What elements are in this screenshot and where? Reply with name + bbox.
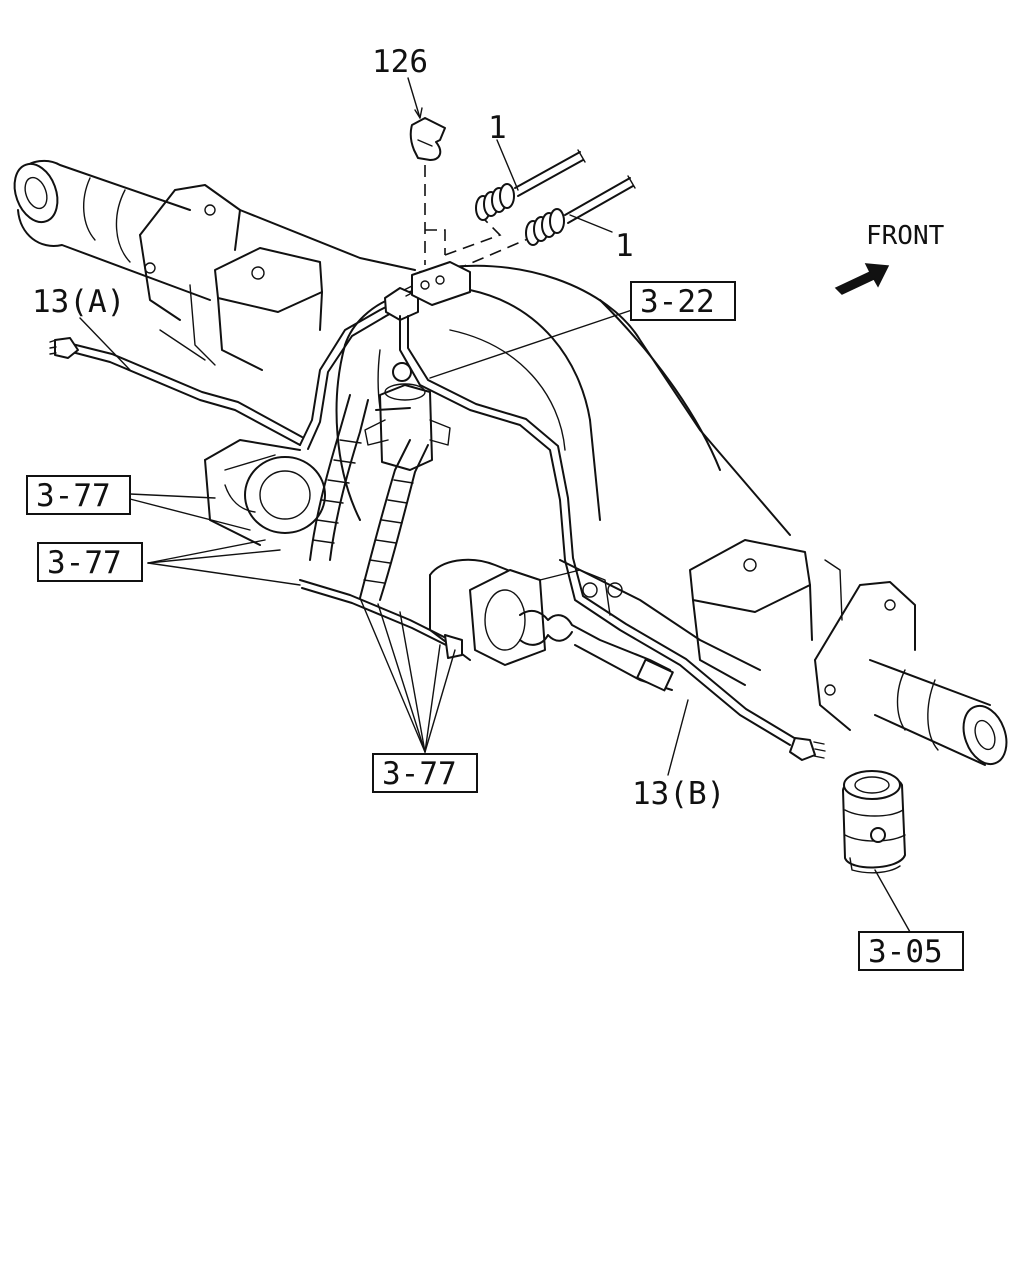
hose-connectors xyxy=(309,394,429,601)
ref-label-3-05: 3-05 xyxy=(868,934,943,970)
leader-bracket xyxy=(425,229,446,255)
brake-pipes xyxy=(49,285,826,761)
leader-hose-bottom xyxy=(454,237,531,271)
leader-lines xyxy=(79,77,911,933)
ref-box-3-22 xyxy=(630,281,736,321)
ref-box-3-77-lower xyxy=(372,753,478,793)
pipe-mount-bracket xyxy=(411,261,471,306)
label-pipe-13a: 13(A) xyxy=(32,284,125,320)
pipe-a-fitting xyxy=(49,337,79,359)
ref-label-3-77-lower: 3-77 xyxy=(382,756,457,792)
label-pipe-13b: 13(B) xyxy=(632,776,725,812)
ref-box-3-77-upper xyxy=(26,475,131,515)
hose-fitting-upper xyxy=(475,149,586,221)
pipe-tee xyxy=(384,285,419,321)
ref-box-3-05 xyxy=(858,931,964,971)
label-front: FRONT xyxy=(866,221,945,251)
left-brake-assembly xyxy=(204,439,326,546)
hose-fitting-lower-coils xyxy=(525,208,565,246)
pipe-b-fitting xyxy=(789,737,826,761)
axle-housing xyxy=(13,159,1008,766)
label-hose-fitting-upper: 1 xyxy=(488,110,507,146)
hose-fitting-lower xyxy=(525,175,636,246)
right-brake-assembly xyxy=(429,558,674,692)
hose-fitting-upper-coils xyxy=(475,183,515,221)
ref-label-3-77-upper: 3-77 xyxy=(36,478,111,514)
ref-label-3-77-middle: 3-77 xyxy=(47,545,122,581)
front-arrow-icon xyxy=(834,263,890,295)
brake-valve xyxy=(364,362,451,471)
label-clip-126: 126 xyxy=(372,44,428,80)
leader-hose-top xyxy=(444,219,502,256)
hose-corrugation xyxy=(312,439,414,584)
label-hose-fitting-lower: 1 xyxy=(615,228,634,264)
wheel-cylinder xyxy=(842,770,906,874)
ref-label-3-22: 3-22 xyxy=(640,284,715,320)
clip-126 xyxy=(409,117,446,161)
ref-box-3-77-middle xyxy=(37,542,143,582)
